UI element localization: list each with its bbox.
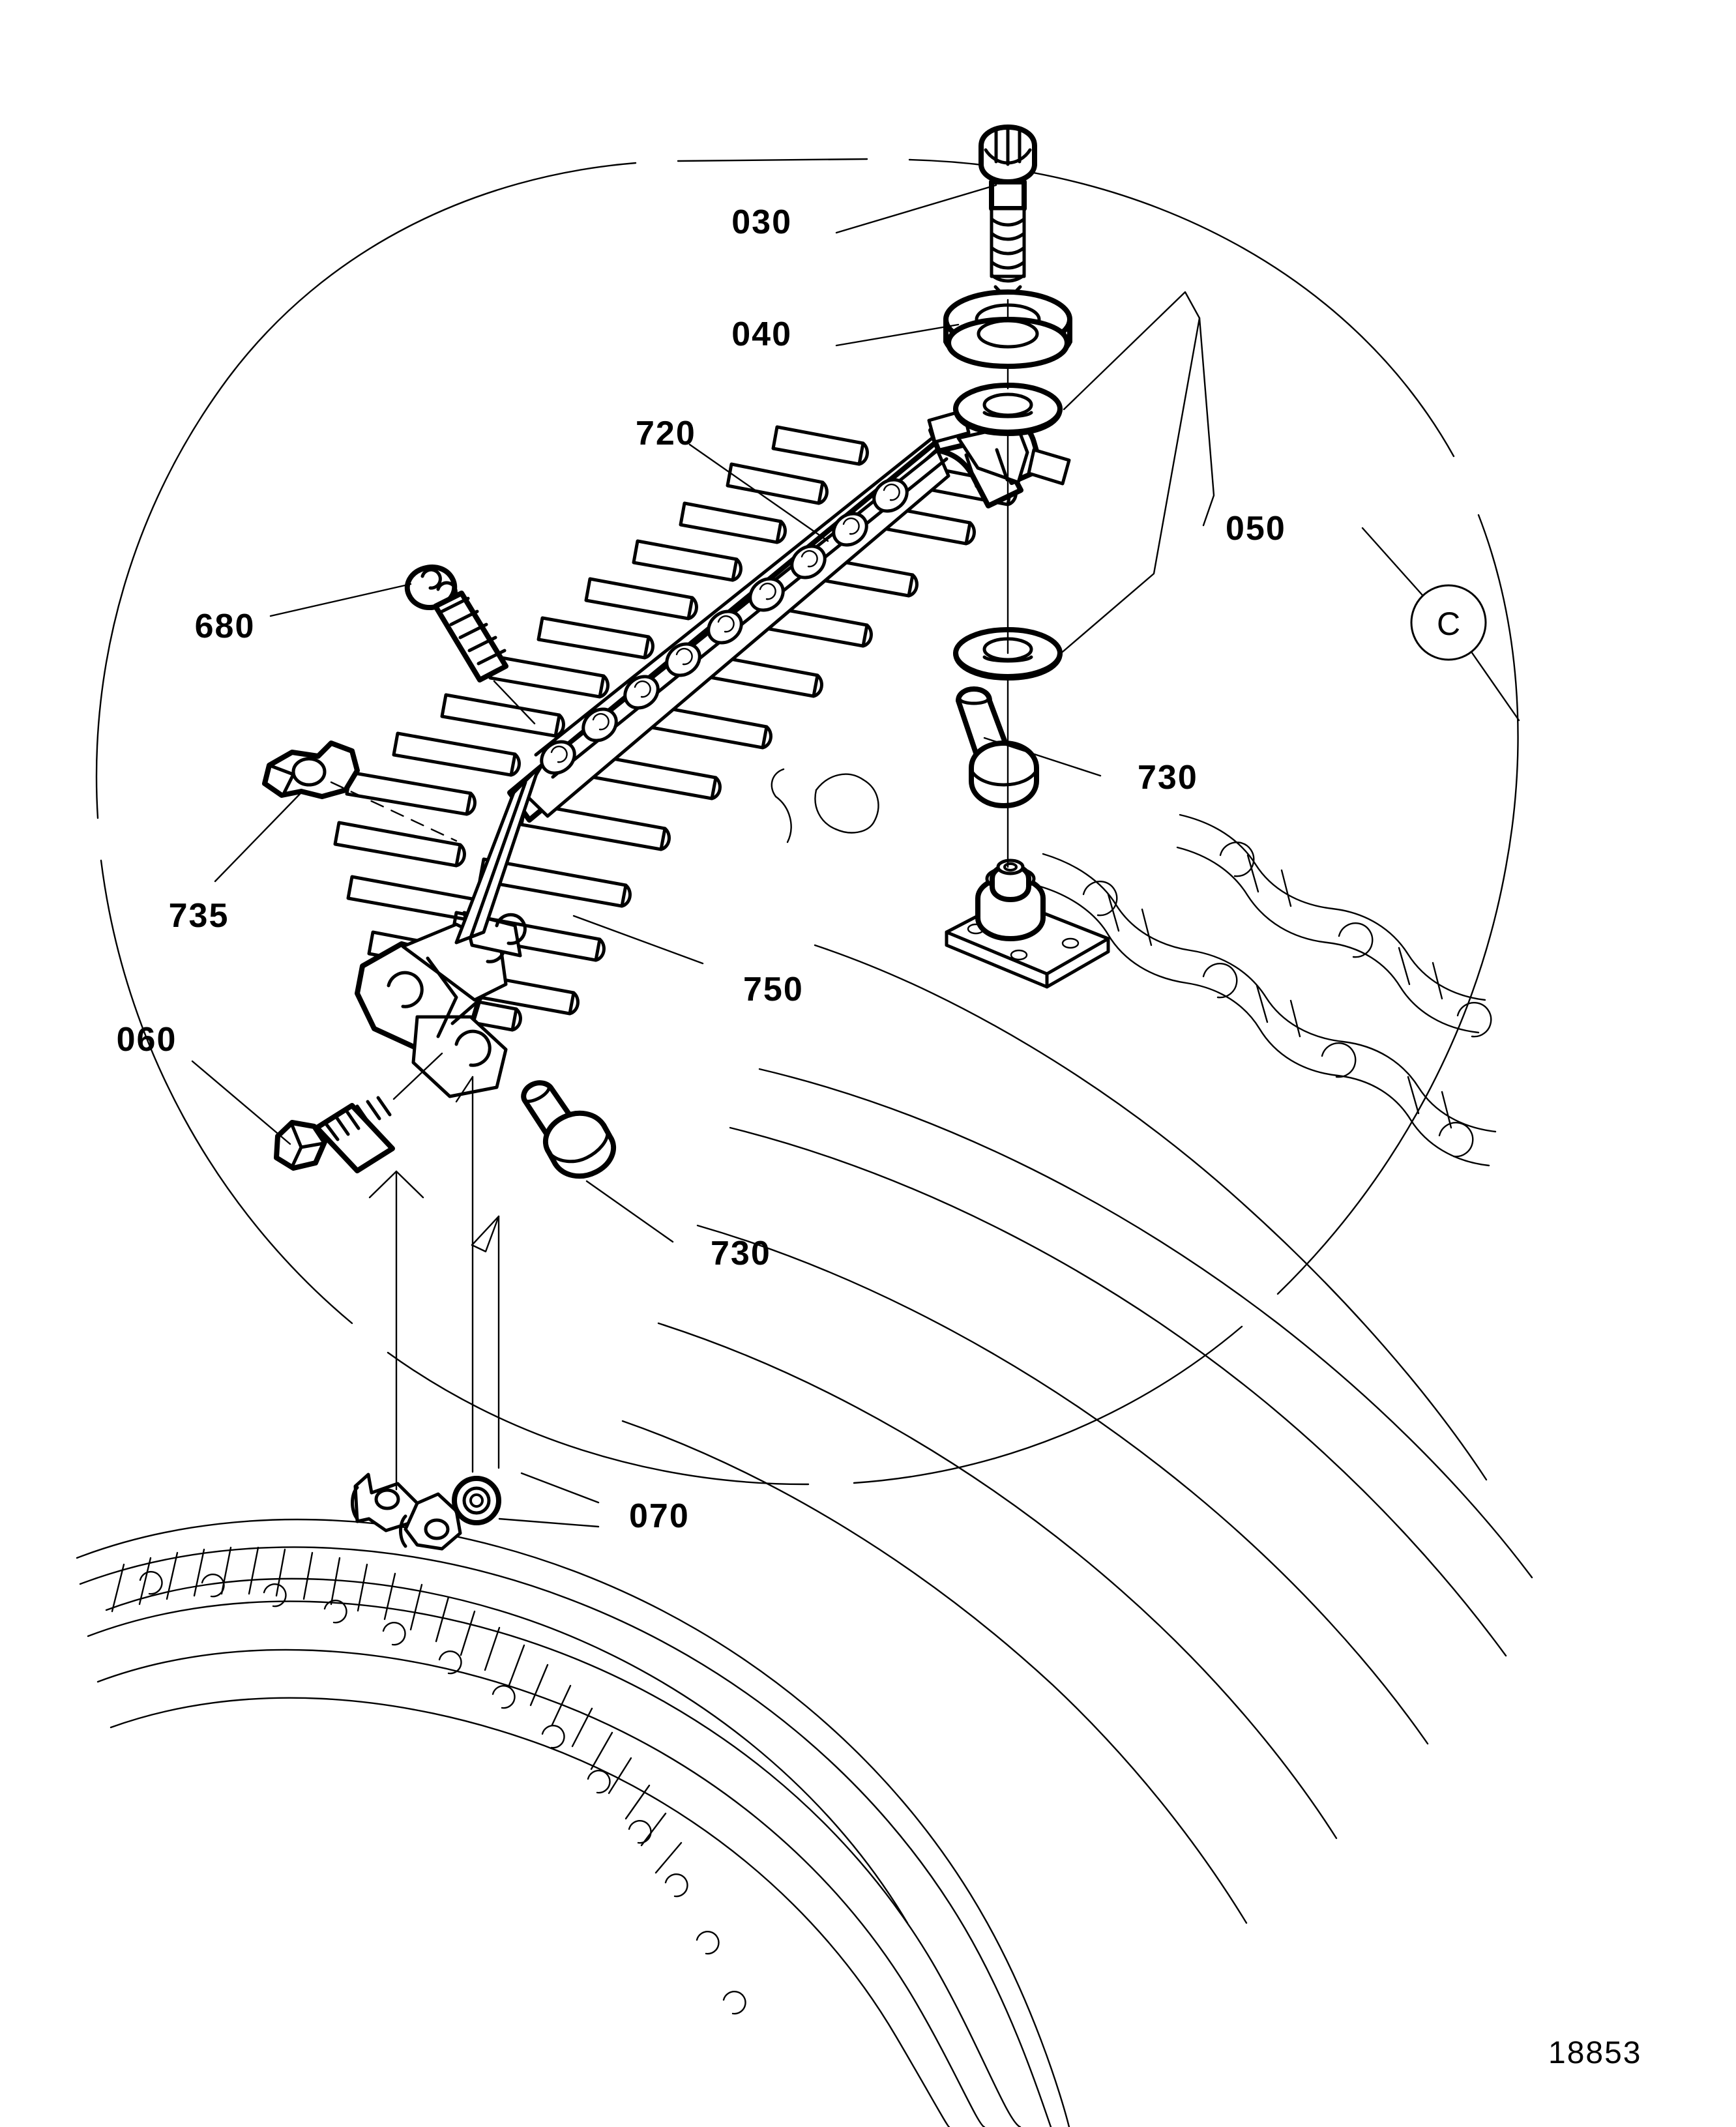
assembly-direction-arrows [368,1076,500,1491]
callout-label-720: 720 [636,415,696,452]
callout-label-730-upper: 730 [1138,759,1198,797]
wiper-arm-assembly-720 [333,409,1071,1098]
callout-label-750: 750 [743,971,804,1008]
mount-base-plate [945,858,1110,989]
callout-label-730-lower: 730 [711,1235,771,1272]
callout-leader-lines [191,184,1215,1528]
hex-head-bolt-060 [274,1052,443,1173]
mounting-bracket-070 [351,1473,501,1551]
callout-label-735: 735 [169,897,229,935]
detail-marker-letter: C [1437,606,1460,642]
arm-roller-pins [540,478,909,775]
callout-label-030: 030 [731,203,792,241]
sheet-number: 18853 [1548,2036,1641,2070]
shoulder-pin-upper-730 [956,686,1039,808]
callout-label-680: 680 [195,608,256,645]
wiper-arm-beam [507,425,1023,823]
flange-head-bolt-030 [978,125,1037,302]
callout-label-050: 050 [1226,510,1286,548]
track-chain-assembly [621,814,1533,1924]
background-hook-details [771,768,879,843]
callout-label-060: 060 [117,1021,177,1059]
tire-wheel-assembly [76,1518,1070,2127]
callout-label-070: 070 [629,1497,690,1535]
callout-labels: 030 040 720 050 680 730 735 750 060 730 … [117,203,1286,1535]
set-screw-680 [404,565,536,725]
arm-lower-shaft [454,766,540,945]
detail-marker-c: C [1361,527,1520,722]
callout-label-040: 040 [731,315,792,353]
flat-washer-upper-050 [953,383,1063,436]
shoulder-pin-lower-730 [521,1080,616,1179]
retainer-clip-735 [262,741,360,799]
detail-circle-boundary [95,158,1519,1486]
